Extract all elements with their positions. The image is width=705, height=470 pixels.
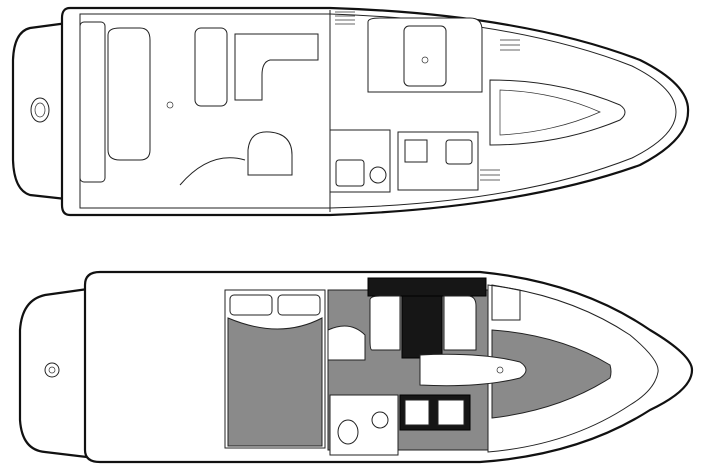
companionway-steps bbox=[335, 11, 520, 181]
toilet bbox=[337, 419, 359, 445]
stove bbox=[335, 159, 365, 187]
deck-plan-top bbox=[11, 6, 690, 217]
head-sink bbox=[445, 139, 473, 165]
aft-bench-seat bbox=[107, 27, 151, 161]
toilet bbox=[404, 139, 428, 163]
galley-sink bbox=[369, 166, 387, 184]
pillow-right bbox=[277, 294, 321, 316]
galley-sink bbox=[437, 399, 465, 426]
dinette-table bbox=[403, 25, 447, 87]
dinette-seat-aft bbox=[369, 295, 401, 351]
helm-console bbox=[179, 157, 246, 186]
swim-platform bbox=[11, 20, 77, 202]
cockpit-seat bbox=[194, 27, 228, 107]
dinette-seat-forward bbox=[443, 295, 477, 351]
platform-hatch bbox=[30, 97, 50, 123]
cabin-plan-bottom bbox=[18, 270, 694, 464]
transom-locker bbox=[79, 21, 106, 183]
salon-step bbox=[327, 325, 366, 361]
swim-platform bbox=[18, 286, 97, 460]
locker bbox=[491, 284, 521, 321]
gunwale-line bbox=[79, 13, 677, 209]
aft-berth bbox=[227, 317, 323, 447]
dinette-table bbox=[401, 295, 443, 359]
helm-seat bbox=[247, 131, 293, 176]
dinette-backrest bbox=[367, 277, 487, 297]
v-berth bbox=[489, 79, 626, 146]
stove bbox=[404, 399, 430, 426]
v-berth bbox=[491, 329, 612, 419]
forward-berth-insert bbox=[419, 353, 527, 387]
pillow-left bbox=[229, 294, 273, 316]
head-sink bbox=[371, 411, 389, 429]
l-shaped-lounge bbox=[234, 33, 319, 101]
